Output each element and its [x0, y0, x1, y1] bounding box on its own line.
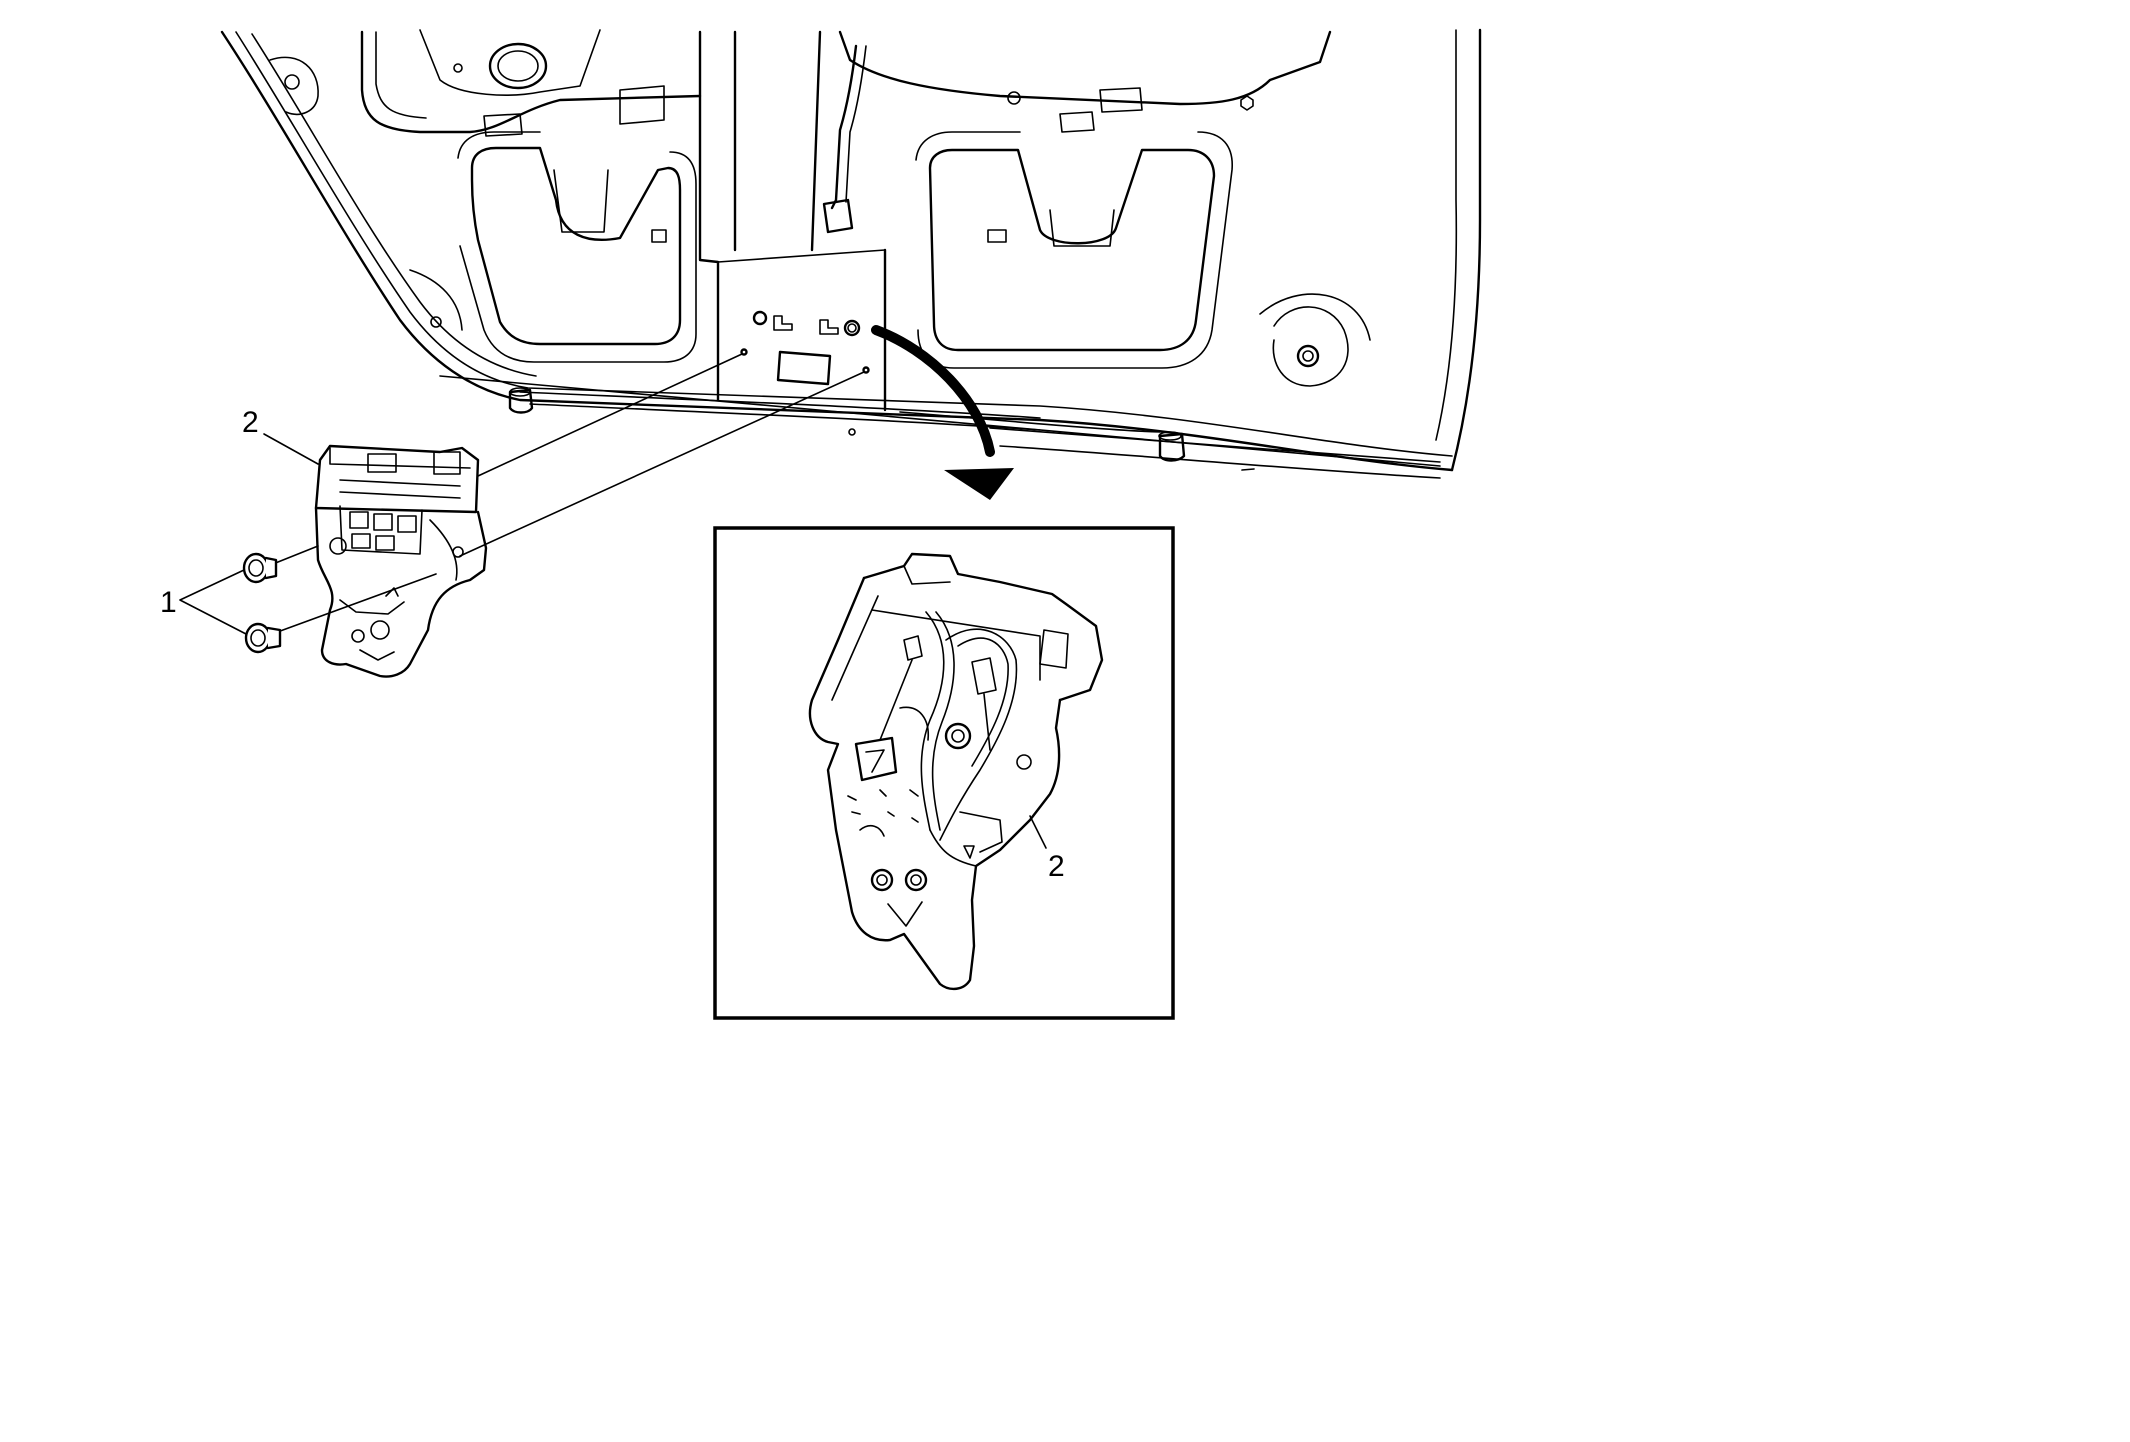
- detail-view-arrow: [871, 325, 1014, 500]
- callout-latch-detail: 2: [1029, 815, 1065, 883]
- latch-assembly: [314, 444, 488, 678]
- callout-fasteners: 1: [160, 569, 247, 635]
- callout-latch-main: 2: [242, 406, 319, 465]
- callout-label-2-detail: 2: [1048, 850, 1065, 883]
- latch-installation-diagram: 1 2: [160, 28, 1482, 1020]
- detail-inset: 2: [713, 526, 1175, 1020]
- callout-label-2: 2: [242, 406, 259, 439]
- callout-label-1: 1: [160, 586, 177, 619]
- latch-bolt-upper: [242, 552, 278, 584]
- latch-bolt-lower: [244, 622, 282, 654]
- latch-detail-view: [808, 552, 1104, 991]
- liftgate-inner-panel: [220, 28, 1482, 479]
- alignment-lines: [267, 353, 865, 635]
